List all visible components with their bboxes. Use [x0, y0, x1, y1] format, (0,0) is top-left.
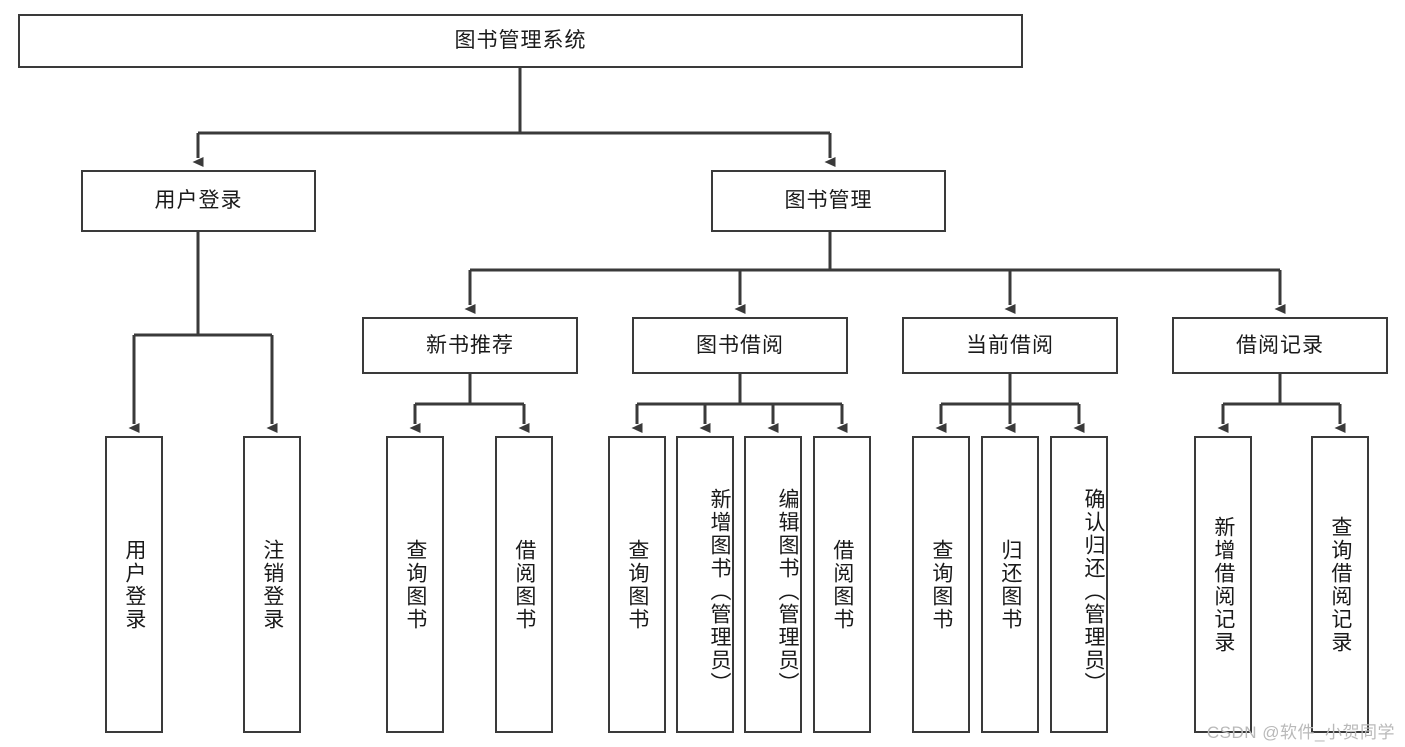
node-new-book-recommend[interactable]: 新书推荐: [362, 317, 578, 374]
leaf-borrow-record-query-record[interactable]: 查询借阅记录: [1311, 436, 1369, 733]
node-label: 图书借阅: [696, 333, 784, 357]
leaf-book-borrow-borrow-book[interactable]: 借阅图书: [813, 436, 871, 733]
node-label: 借阅图书: [512, 538, 536, 631]
node-borrow-record[interactable]: 借阅记录: [1172, 317, 1388, 374]
node-label: 借阅图书: [830, 538, 854, 631]
node-book-borrow[interactable]: 图书借阅: [632, 317, 848, 374]
node-label: 当前借阅: [966, 333, 1054, 357]
node-user-login[interactable]: 用户登录: [81, 170, 316, 232]
leaf-book-borrow-add-book-admin[interactable]: 新增图书（管理员）: [676, 436, 734, 733]
node-label: 查询图书: [625, 538, 649, 631]
node-label: 查询借阅记录: [1328, 515, 1352, 654]
node-label: 归还图书: [998, 538, 1022, 631]
node-label: 用户登录: [154, 189, 243, 213]
node-current-borrow[interactable]: 当前借阅: [902, 317, 1118, 374]
leaf-current-borrow-query-book[interactable]: 查询图书: [912, 436, 970, 733]
leaf-new-book-borrow-book[interactable]: 借阅图书: [495, 436, 553, 733]
node-book-management[interactable]: 图书管理: [711, 170, 946, 232]
leaf-user-login-logout[interactable]: 注销登录: [243, 436, 301, 733]
leaf-book-borrow-query-book[interactable]: 查询图书: [608, 436, 666, 733]
node-label: 图书管理: [784, 189, 873, 213]
leaf-current-borrow-return-book[interactable]: 归还图书: [981, 436, 1039, 733]
leaf-current-borrow-confirm-return-admin[interactable]: 确认归还（管理员）: [1050, 436, 1108, 733]
node-label: 查询图书: [929, 538, 953, 631]
node-label: 编辑图书（管理员）: [776, 488, 799, 695]
leaf-book-borrow-edit-book-admin[interactable]: 编辑图书（管理员）: [744, 436, 802, 733]
node-label: 图书管理系统: [454, 29, 587, 53]
node-label: 借阅记录: [1236, 333, 1324, 357]
leaf-user-login-login[interactable]: 用户登录: [105, 436, 163, 733]
leaf-borrow-record-add-record[interactable]: 新增借阅记录: [1194, 436, 1252, 733]
node-label: 新增图书（管理员）: [708, 488, 731, 695]
node-root-book-management-system[interactable]: 图书管理系统: [18, 14, 1023, 68]
node-label: 新增借阅记录: [1211, 515, 1235, 654]
node-label: 确认归还（管理员）: [1082, 488, 1105, 695]
node-label: 新书推荐: [426, 333, 514, 357]
node-label: 注销登录: [260, 538, 284, 631]
leaf-new-book-query-book[interactable]: 查询图书: [386, 436, 444, 733]
node-label: 用户登录: [122, 538, 146, 631]
node-label: 查询图书: [403, 538, 427, 631]
